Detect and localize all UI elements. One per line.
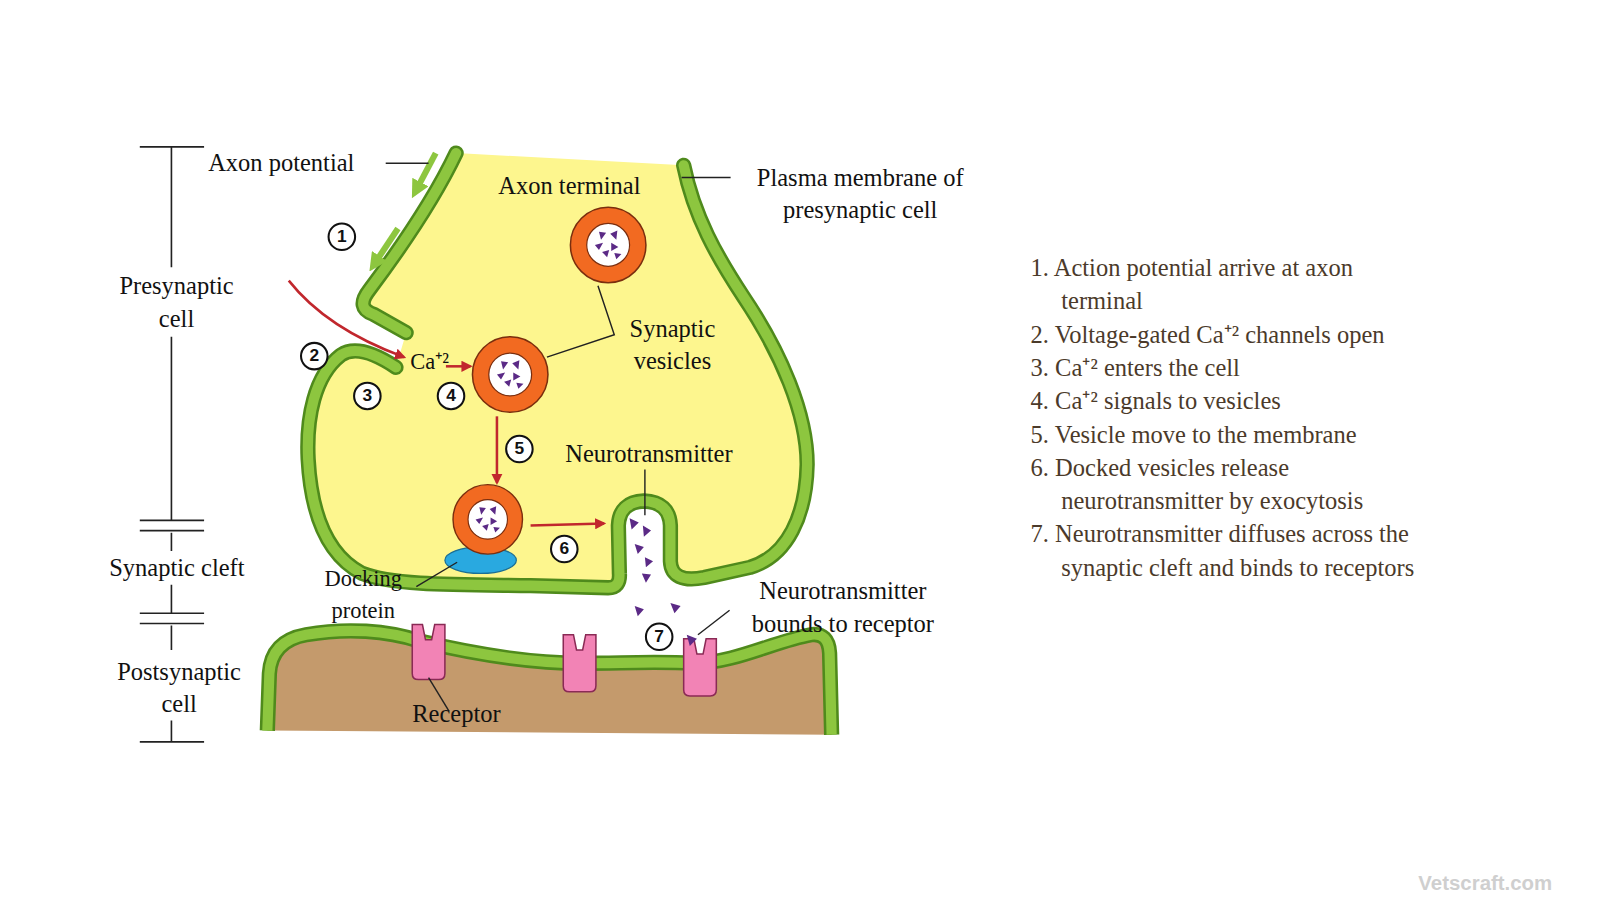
step-note: 6. Docked vesicles release neurotransmit… [1031,451,1378,518]
membrane-outline [308,165,807,587]
step-note: 1. Action potential arrive at axon termi… [1031,251,1378,318]
callout-marker: 3 [352,381,383,412]
callout-number: 7 [644,621,675,652]
step-note: 3. Ca⁺² enters the cell [1031,351,1240,384]
region-label: Postsynaptic cell [100,655,258,720]
part-label: Neurotransmitter [565,438,732,471]
released-neurotransmitter [630,518,697,646]
step-note: 7. Neurotransmitter diffuses across the … [1031,517,1490,584]
presynaptic-membrane [363,153,456,333]
part-label: Neurotransmitter bounds to receptor [724,574,961,639]
leader-line [682,177,731,178]
signal-arrow [446,365,470,368]
part-label: Plasma membrane of presynaptic cell [727,161,994,226]
process-arrows [289,281,604,526]
scale-bracket [140,147,204,742]
leader-line [416,562,457,586]
neurotransmitter-molecule [595,231,622,260]
signal-label: Axon potential [208,147,354,180]
step-note: 2. Voltage-gated Ca⁺² channels open [1031,318,1385,351]
leader-line [698,610,730,634]
axon-terminal-shape [308,153,807,588]
leader-line [547,286,614,357]
callout-marker: 7 [644,621,675,652]
part-label: Docking protein [307,562,419,627]
callout-marker: 1 [327,221,358,252]
cytoplasm [308,153,807,588]
callout-marker: 4 [436,381,467,412]
postsynaptic-membrane [267,631,831,735]
callout-number: 1 [327,221,358,252]
callout-number: 5 [504,434,535,465]
presynaptic-membrane [308,165,807,587]
receptor [412,624,445,679]
postsynaptic-cell-body [267,631,831,735]
vesicle-move-arrow [496,416,499,482]
neurotransmitter-molecule [476,506,500,532]
step-note: 4. Ca⁺² signals to vesicles [1031,385,1281,418]
vesicle-lumen [468,500,507,539]
neurotransmitter-molecule [497,360,524,389]
vesicle-membrane [453,485,522,554]
leader-line [644,469,645,515]
callout-number: 6 [549,534,580,565]
callout-marker: 6 [549,534,580,565]
receptor [684,639,717,696]
ion-label: Ca⁺² [410,346,449,379]
step-note: 5. Vesicle move to the membrane [1031,418,1357,451]
leader-line [386,163,429,164]
synaptic-vesicle [453,485,522,554]
vesicle-lumen [489,353,532,396]
synaptic-vesicle [472,337,548,413]
docking-protein [445,547,516,574]
postsynaptic-membrane-outline [267,631,831,735]
receptor [563,635,596,692]
callout-number: 4 [436,381,467,412]
part-label: Receptor [412,698,500,731]
calcium-influx-arrow [289,281,404,358]
callout-number: 2 [299,341,330,372]
watermark: Vetscraft.com [1418,866,1552,899]
part-label: Synaptic vesicles [610,312,734,377]
leader-lines [386,163,731,711]
vesicle-lumen [587,223,630,266]
action-potential-arrow [373,229,397,266]
region-label: Synaptic cleft [109,551,244,584]
axon-terminal: Axon terminal 3 4 5 6 [302,143,817,600]
action-potential-arrow [415,153,435,192]
vesicle-membrane [570,207,646,283]
exocytosis-arrow [531,523,604,525]
membrane-outline [363,153,456,333]
bracket-tick [140,147,204,742]
callout-marker: 5 [504,434,535,465]
synaptic-vesicle [570,207,646,283]
region-label: Presynaptic cell [100,269,253,334]
callout-number: 3 [352,381,383,412]
callout-marker: 2 [299,341,330,372]
vesicle-membrane [472,337,548,413]
terminal-outline [302,143,817,600]
node-label: Axon terminal [488,169,651,202]
bracket-line [171,147,173,742]
